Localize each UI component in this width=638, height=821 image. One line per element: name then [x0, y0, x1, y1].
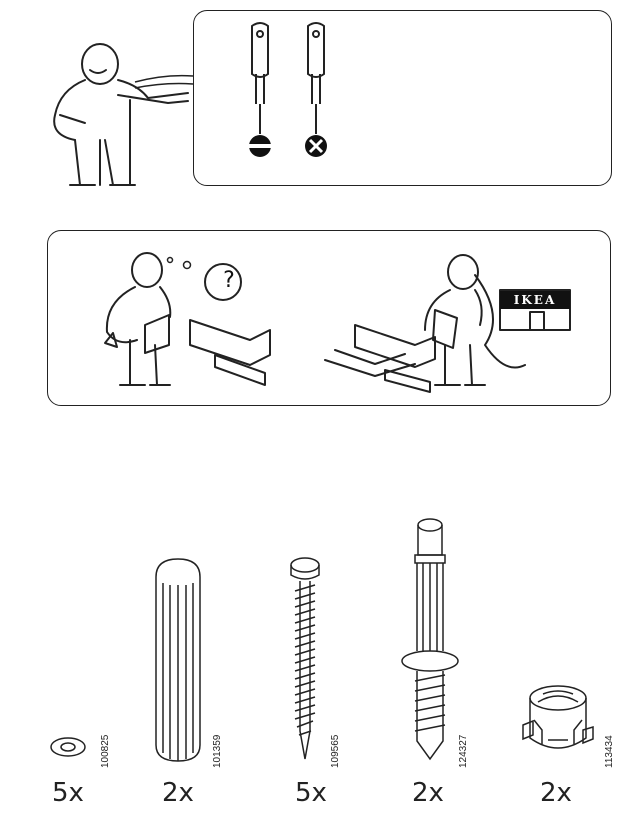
confused-figure-icon: [104, 252, 271, 386]
phillips-screwdriver-icon: [305, 22, 327, 157]
tools-panel: [193, 10, 612, 186]
flathead-screwdriver-icon: [249, 22, 271, 157]
screw-quantity: 5x: [295, 778, 327, 808]
dowel-quantity: 2x: [162, 778, 194, 808]
wooden-dowel-icon: [155, 558, 201, 762]
question-bubble-label: ?: [223, 268, 235, 293]
phone-figure-icon: [324, 254, 571, 393]
washer-quantity: 5x: [52, 778, 84, 808]
washer-part-number: 100825: [100, 734, 111, 768]
connector-bolt-icon: [401, 518, 459, 761]
instruction-figure-icon: [53, 43, 189, 186]
speech-pointer-icon: [134, 74, 194, 89]
dowel-part-number: 101359: [212, 734, 223, 768]
ikea-sign-label: IKEA: [500, 291, 570, 309]
cam-lock-part-number: 113434: [604, 735, 615, 768]
connector-bolt-part-number: 124327: [458, 734, 469, 768]
cam-lock-quantity: 2x: [540, 778, 572, 808]
connector-bolt-quantity: 2x: [412, 778, 444, 808]
cam-lock-icon: [522, 685, 594, 749]
help-panel: [47, 230, 611, 406]
washer-icon: [50, 737, 86, 757]
screw-icon: [290, 557, 320, 760]
screw-part-number: 109565: [330, 734, 341, 768]
